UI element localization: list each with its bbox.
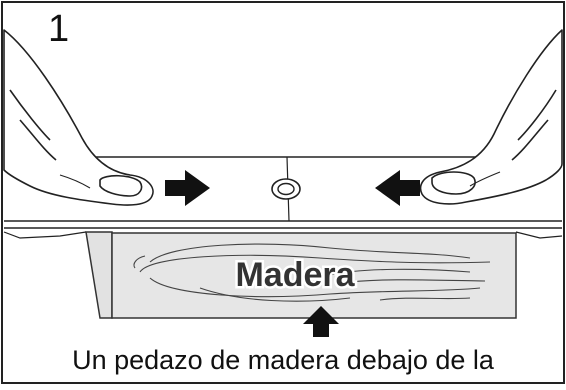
arrow-up-icon — [303, 306, 339, 337]
right-hand — [419, 29, 563, 205]
arrow-right-icon — [165, 170, 210, 206]
left-hand — [3, 29, 154, 206]
wood-block — [85, 231, 517, 319]
caption-text: Un pedazo de madera debajo de la — [72, 345, 494, 375]
wood-label: Madera — [235, 256, 355, 294]
screw-hole — [271, 178, 301, 200]
panel-bottom-edge — [3, 220, 563, 239]
step-number: 1 — [48, 8, 70, 50]
arrow-left-icon — [375, 170, 420, 206]
